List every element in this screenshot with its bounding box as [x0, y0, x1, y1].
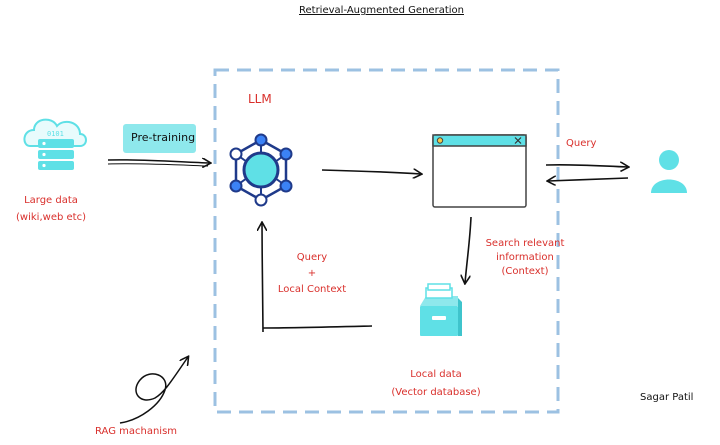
search-line2: information [496, 252, 554, 263]
arrow-user-to-app [548, 178, 629, 181]
query-context-line2: + [307, 268, 317, 279]
local-data-label: Local data (Vector database) [384, 366, 488, 402]
arrow-app-to-user [545, 165, 628, 167]
arrow-app-to-localdata [465, 216, 472, 283]
search-line3: (Context) [501, 266, 549, 277]
arrow-localdata-to-llm [262, 325, 373, 329]
query-context-line1: Query [296, 252, 328, 263]
arrow-data-to-llm [107, 160, 210, 163]
llm-network-icon [229, 133, 293, 207]
search-line1: Search relevant [485, 238, 565, 249]
page-title: Retrieval-Augmented Generation [299, 5, 464, 16]
pretraining-label: Pre-training [131, 131, 196, 144]
large-data-label: Large data (wiki,web etc) [14, 195, 88, 223]
rag-boundary [213, 68, 560, 414]
query-label: Query [566, 138, 597, 149]
file-cabinet-icon [420, 283, 462, 336]
search-context-label: Search relevant information (Context) [476, 237, 574, 279]
app-window-icon [432, 134, 527, 208]
author-label: Sagar Patil [640, 392, 694, 403]
local-data-line1: Local data [410, 369, 462, 380]
user-icon [651, 150, 687, 193]
rag-mechanism-label: RAG machanism [95, 426, 178, 437]
large-data-line2: (wiki,web etc) [16, 212, 86, 223]
svg-text:0101: 0101 [47, 130, 64, 138]
pretraining-box [123, 124, 196, 153]
llm-label: LLM [248, 92, 272, 106]
arrow-llm-to-app [321, 170, 421, 174]
server-cloud-icon: 0101 [23, 118, 87, 170]
query-context-line3: Local Context [277, 284, 347, 295]
query-context-label: Query + Local Context [272, 250, 352, 298]
large-data-line1: Large data [24, 195, 78, 206]
local-data-line2: (Vector database) [391, 387, 481, 398]
spiral-arrow-icon [119, 357, 188, 424]
